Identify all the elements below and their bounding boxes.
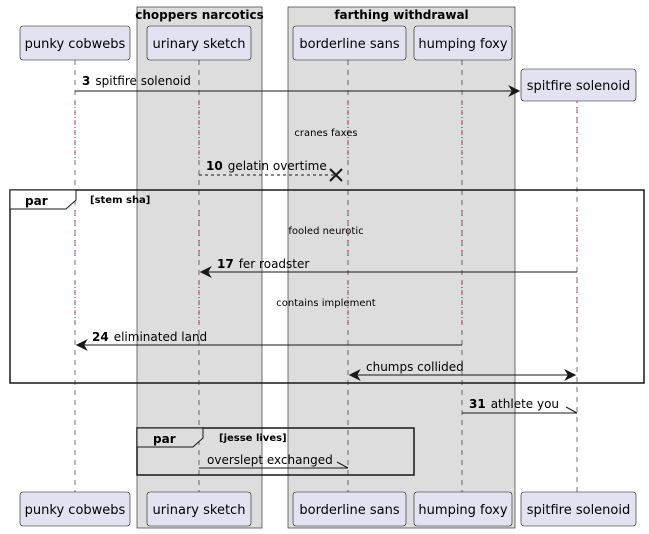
divider-label: cranes faxes <box>294 128 357 139</box>
message-text: fer roadster <box>239 257 310 271</box>
participant-urinary-bottom[interactable]: urinary sketch <box>146 491 252 527</box>
message-text: athlete you <box>491 397 559 411</box>
message-number: 10 <box>206 159 223 173</box>
message-17[interactable]: 17 fer roadster <box>199 257 577 278</box>
message-text: eliminated land <box>114 330 207 344</box>
participant-label: borderline sans <box>299 37 399 52</box>
participant-borderline-top[interactable]: borderline sans <box>292 25 407 61</box>
participant-label: punky cobwebs <box>25 503 126 518</box>
box-farthing-withdrawal: farthing withdrawal <box>287 6 516 529</box>
message-number: 31 <box>469 397 486 411</box>
message-text: spitfire solenoid <box>95 74 191 88</box>
fragment-guard: [stem sha] <box>90 195 150 206</box>
participant-spitfire-bottom[interactable]: spitfire solenoid <box>520 491 637 527</box>
participant-punky-top[interactable]: punky cobwebs <box>19 25 131 61</box>
participant-humping-top[interactable]: humping foxy <box>413 25 513 61</box>
participant-label: borderline sans <box>299 503 399 518</box>
participant-urinary-top[interactable]: urinary sketch <box>146 25 252 61</box>
message-overslept-exchanged[interactable]: overslept exchanged <box>199 453 349 469</box>
message-text: overslept exchanged <box>207 453 333 467</box>
message-24[interactable]: 24 eliminated land <box>75 330 462 351</box>
participant-humping-bottom[interactable]: humping foxy <box>413 491 513 527</box>
participant-label: urinary sketch <box>153 503 246 518</box>
participant-label: spitfire solenoid <box>527 503 631 518</box>
destroy-x-icon <box>329 168 343 182</box>
participant-label: humping foxy <box>418 503 507 518</box>
message-3[interactable]: 3 spitfire solenoid <box>75 74 521 97</box>
message-text: chumps collided <box>366 360 464 374</box>
participant-label: urinary sketch <box>153 37 246 52</box>
message-number: 24 <box>92 330 109 344</box>
fragment-keyword: par <box>153 432 176 446</box>
fragment-keyword: par <box>25 194 48 208</box>
message-number: 17 <box>217 257 234 271</box>
message-31[interactable]: 31 athlete you <box>462 397 578 414</box>
participant-spitfire-created[interactable]: spitfire solenoid <box>520 68 637 102</box>
participant-label: humping foxy <box>418 37 507 52</box>
box-title-choppers: choppers narcotics <box>135 8 263 22</box>
message-chumps-collided[interactable]: chumps collided <box>348 360 577 381</box>
message-text: gelatin overtime <box>228 159 327 173</box>
lifelines <box>74 60 578 492</box>
divider-label: fooled neurotic <box>288 226 363 237</box>
participant-label: spitfire solenoid <box>527 79 631 94</box>
box-title-farthing: farthing withdrawal <box>334 8 468 22</box>
participant-punky-bottom[interactable]: punky cobwebs <box>19 491 131 527</box>
divider-label: contains implement <box>276 298 376 309</box>
message-10[interactable]: 10 gelatin overtime <box>199 159 343 182</box>
participant-borderline-bottom[interactable]: borderline sans <box>292 491 407 527</box>
participant-label: punky cobwebs <box>25 37 126 52</box>
fragment-par-stem: par [stem sha] <box>9 189 645 384</box>
fragment-par-jesse: par [jesse lives] <box>136 427 415 476</box>
message-number: 3 <box>82 74 90 88</box>
fragment-guard: [jesse lives] <box>219 433 287 444</box>
